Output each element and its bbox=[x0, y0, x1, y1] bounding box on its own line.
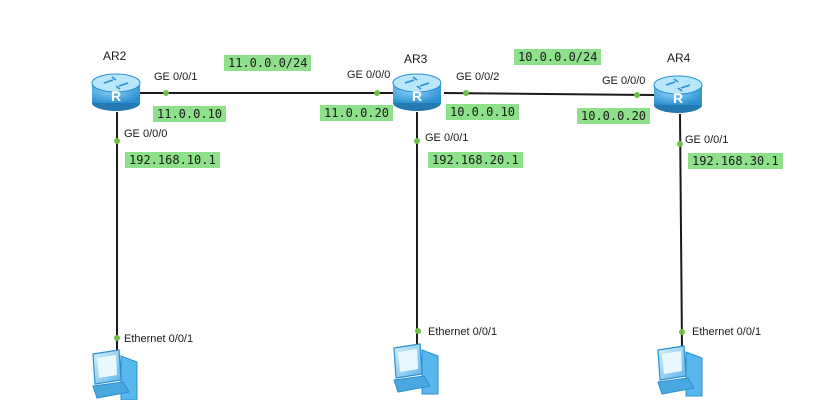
port-label-ar3-ge000: GE 0/0/0 bbox=[347, 69, 391, 81]
pc-icon[interactable] bbox=[92, 349, 138, 400]
pc-icon[interactable] bbox=[657, 345, 703, 397]
port-label-pc2-eth: Ethernet 0/0/1 bbox=[428, 326, 498, 338]
port-label-pc1-eth: Ethernet 0/0/1 bbox=[124, 333, 194, 345]
router-name-ar3: AR3 bbox=[404, 52, 428, 66]
port-label-ar4-ge000: GE 0/0/0 bbox=[602, 75, 646, 87]
port-dot-ar3-ge000 bbox=[374, 90, 380, 96]
network-label-link1: 11.0.0.0/24 bbox=[224, 55, 312, 71]
port-dot-ar4-ge001 bbox=[677, 141, 683, 147]
port-dot-pc1-eth bbox=[114, 335, 120, 341]
port-label-ar2-ge001: GE 0/0/1 bbox=[154, 71, 198, 83]
router-name-ar2: AR2 bbox=[103, 49, 127, 63]
port-dot-ar4-ge000 bbox=[634, 92, 640, 98]
ip-label-ar2-ge001: 11.0.0.10 bbox=[153, 106, 227, 122]
network-label-link2: 10.0.0.0/24 bbox=[514, 49, 602, 65]
ip-label-ar3-ge002: 10.0.0.10 bbox=[446, 104, 520, 120]
svg-text:R: R bbox=[111, 88, 121, 104]
router-name-ar4: AR4 bbox=[667, 51, 691, 65]
ip-label-lan1-gateway: 192.168.10.1 bbox=[125, 152, 220, 168]
ip-label-lan2-gateway: 192.168.20.1 bbox=[428, 152, 523, 168]
ip-label-lan3-gateway: 192.168.30.1 bbox=[688, 153, 783, 169]
port-dot-ar2-ge001 bbox=[163, 90, 169, 96]
router-icon[interactable]: R bbox=[392, 73, 442, 111]
port-dot-ar2-ge000 bbox=[114, 138, 120, 144]
port-label-pc3-eth: Ethernet 0/0/1 bbox=[692, 326, 762, 338]
router-icon[interactable]: R bbox=[653, 75, 703, 113]
port-dot-ar3-ge001 bbox=[414, 138, 420, 144]
port-label-ar3-ge002: GE 0/0/2 bbox=[456, 71, 500, 83]
port-label-ar2-ge000: GE 0/0/0 bbox=[124, 128, 168, 140]
port-dot-pc2-eth bbox=[415, 328, 421, 334]
link-ar4-pc3[interactable] bbox=[679, 113, 683, 349]
ip-label-ar4-ge000: 10.0.0.20 bbox=[577, 108, 651, 124]
port-label-ar4-ge001: GE 0/0/1 bbox=[685, 134, 729, 146]
router-icon[interactable]: R bbox=[91, 73, 141, 111]
svg-text:R: R bbox=[412, 88, 422, 104]
ip-label-ar3-ge000: 11.0.0.20 bbox=[320, 105, 394, 121]
link-ar3-ar4[interactable] bbox=[443, 92, 655, 96]
svg-text:R: R bbox=[673, 90, 683, 106]
port-dot-ar3-ge002 bbox=[463, 90, 469, 96]
port-label-ar3-ge001: GE 0/0/1 bbox=[425, 132, 469, 144]
port-dot-pc3-eth bbox=[679, 329, 685, 335]
pc-icon[interactable] bbox=[393, 343, 439, 395]
